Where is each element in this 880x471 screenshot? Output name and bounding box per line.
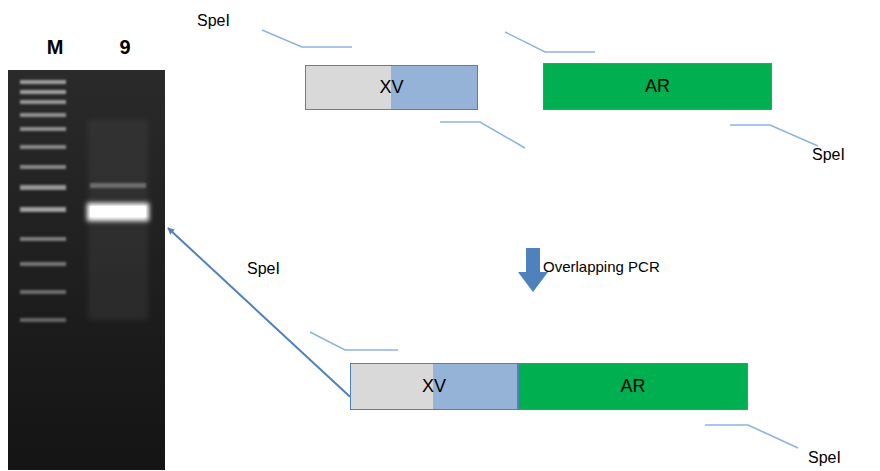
gene-box: XV [350,363,518,410]
primer-lines [262,30,818,448]
gene-name: XV [379,77,403,98]
ladder-bands [20,80,66,322]
gel-image [8,70,165,470]
restriction-site-label: SpeI [812,146,845,164]
sample-lane [87,120,149,320]
gene-box: XV [305,65,478,110]
lane-label: 9 [119,36,130,59]
restriction-site-label: SpeI [197,12,230,30]
gene-box: AR [518,363,748,410]
gene-box: AR [543,63,772,110]
gene-name: XV [422,376,446,397]
gene-name: AR [620,376,645,397]
gene-name: AR [645,76,670,97]
lane-label: M [47,36,64,59]
step-label: Overlapping PCR [543,258,660,275]
gel-panel: M9 [8,70,165,470]
arrow-connector [168,228,350,397]
restriction-site-label: SpeI [247,260,280,278]
restriction-site-label: SpeI [808,449,841,467]
